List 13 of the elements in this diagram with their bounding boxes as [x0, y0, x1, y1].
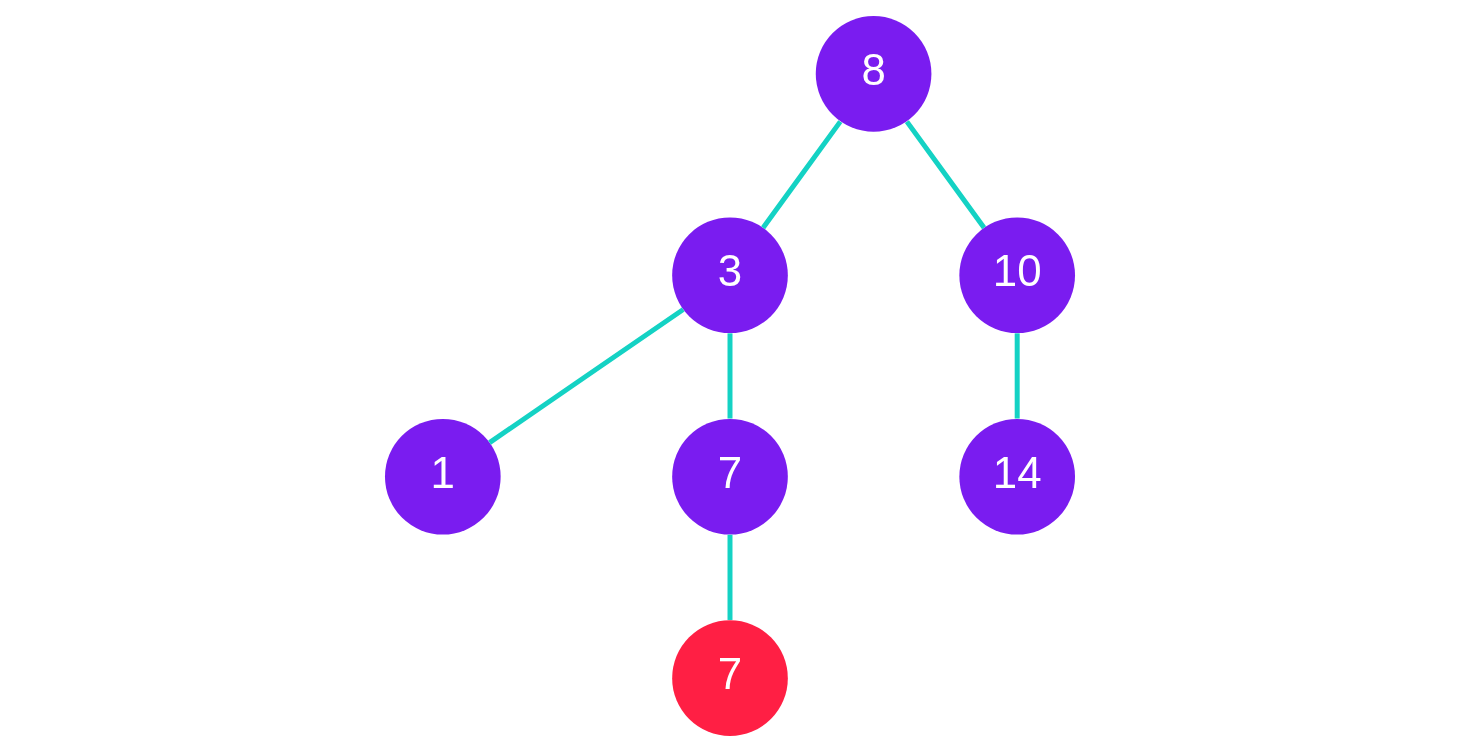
connector [727, 333, 733, 419]
connector [488, 307, 685, 445]
node-circle: 10 [959, 217, 1075, 334]
node-circle: 7 [672, 620, 788, 736]
connector [761, 120, 843, 230]
node-circle: 7 [672, 418, 788, 535]
node-circle: 3 [672, 217, 788, 334]
node-circle: 8 [815, 16, 932, 132]
connector [727, 534, 733, 620]
node-circle: 14 [959, 418, 1075, 535]
connector [1014, 333, 1020, 419]
node-circle: 1 [385, 418, 501, 535]
connector [904, 120, 987, 230]
